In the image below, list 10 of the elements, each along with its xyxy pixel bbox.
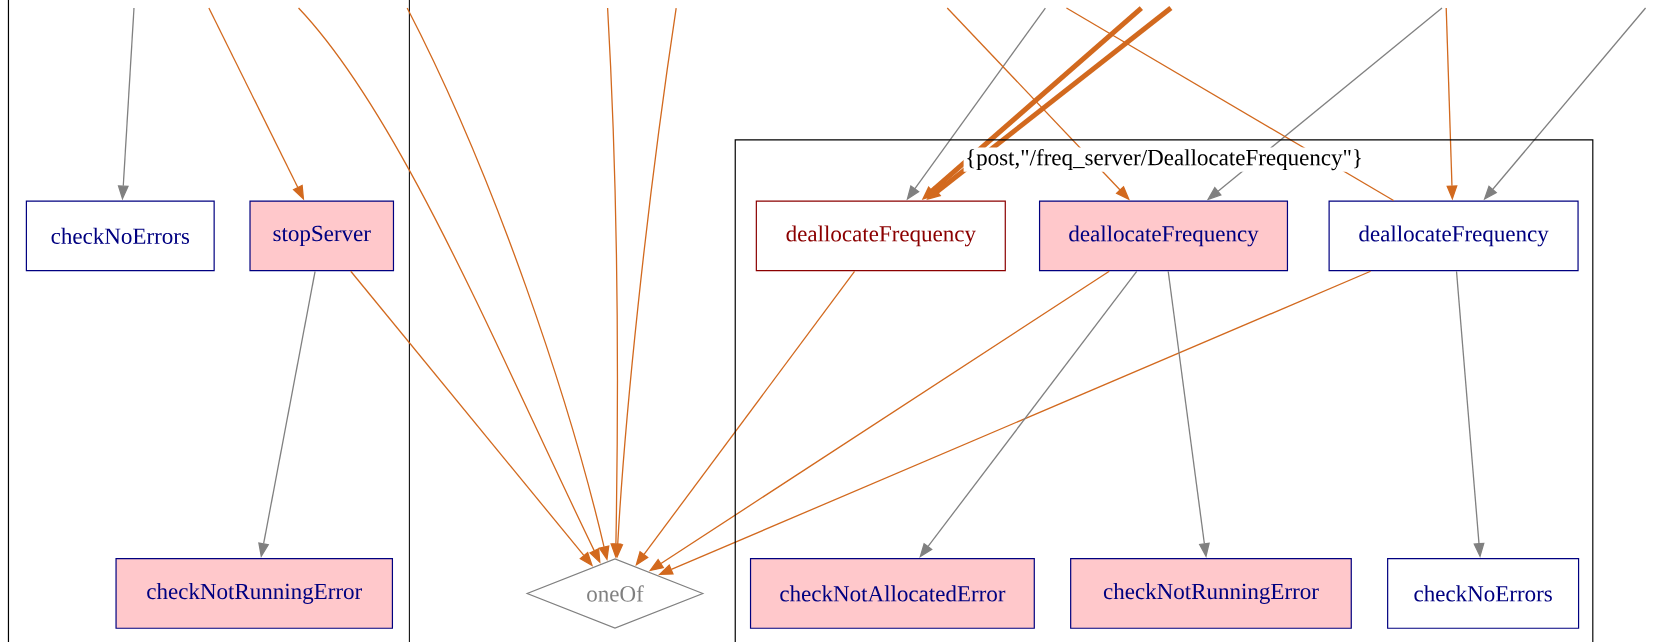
process-box: checkNotAllocatedError [749,558,1035,629]
process-box: checkNotRunningError [115,558,394,629]
process-box: checkNotRunningError [1070,558,1352,629]
process-box: checkNoErrors [25,200,215,272]
arrow [919,270,1138,558]
process-box: deallocateFrequency [1328,200,1579,272]
process-box: checkNoErrors [1387,558,1580,629]
process-box: deallocateFrequency [1038,200,1289,272]
process-box: stopServer [249,200,395,272]
process-box: deallocateFrequency [755,200,1006,272]
